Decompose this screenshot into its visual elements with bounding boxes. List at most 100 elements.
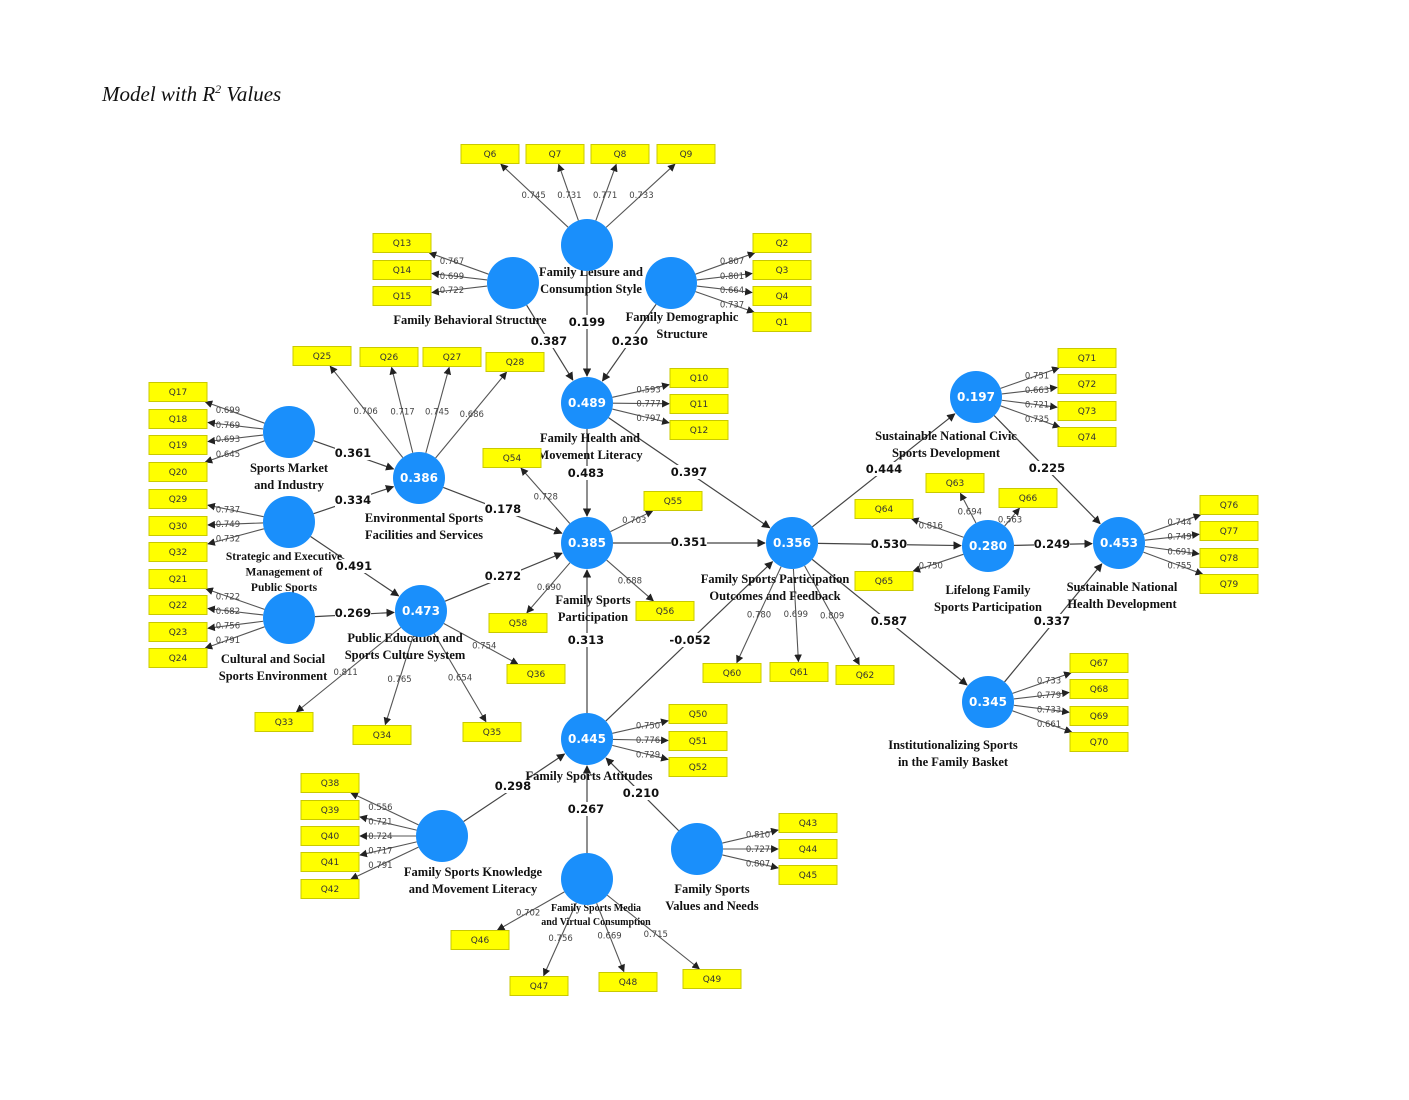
indicator-box[interactable]: Q60 — [702, 663, 762, 683]
indicator-box[interactable]: Q55 — [643, 491, 703, 511]
indicator-box[interactable]: Q38 — [300, 773, 360, 793]
construct-node[interactable]: 0.197 — [950, 371, 1002, 423]
construct-node[interactable]: 0.473 — [395, 585, 447, 637]
indicator-name: Q30 — [169, 522, 188, 532]
indicator-box[interactable]: Q2 — [752, 233, 812, 253]
construct-node[interactable] — [263, 592, 315, 644]
indicator-box[interactable]: Q8 — [590, 144, 650, 164]
indicator-box[interactable]: Q7 — [525, 144, 585, 164]
indicator-box[interactable]: Q4 — [752, 286, 812, 306]
indicator-box[interactable]: Q68 — [1069, 679, 1129, 699]
indicator-box[interactable]: Q27 — [422, 347, 482, 367]
indicator-box[interactable]: Q49 — [682, 969, 742, 989]
construct-node[interactable] — [487, 257, 539, 309]
indicator-box[interactable]: Q63 — [925, 473, 985, 493]
indicator-box[interactable]: Q52 — [668, 757, 728, 777]
indicator-box[interactable]: Q36 — [506, 664, 566, 684]
indicator-box[interactable]: Q17 — [148, 382, 208, 402]
indicator-box[interactable]: Q34 — [352, 725, 412, 745]
indicator-name: Q52 — [689, 763, 708, 773]
indicator-box[interactable]: Q35 — [462, 722, 522, 742]
indicator-box[interactable]: Q44 — [778, 839, 838, 859]
loading-value: 0.694 — [958, 507, 982, 517]
indicator-box[interactable]: Q54 — [482, 448, 542, 468]
indicator-box[interactable]: Q9 — [656, 144, 716, 164]
indicator-box[interactable]: Q67 — [1069, 653, 1129, 673]
indicator-box[interactable]: Q15 — [372, 286, 432, 306]
indicator-box[interactable]: Q45 — [778, 865, 838, 885]
construct-node[interactable]: 0.385 — [561, 517, 613, 569]
construct-node[interactable] — [561, 219, 613, 271]
indicator-box[interactable]: Q12 — [669, 420, 729, 440]
indicator-rect — [148, 489, 208, 509]
construct-node[interactable] — [561, 853, 613, 905]
indicator-box[interactable]: Q64 — [854, 499, 914, 519]
construct-node[interactable]: 0.453 — [1093, 517, 1145, 569]
loading-arrow — [207, 434, 264, 445]
construct-node[interactable]: 0.386 — [393, 452, 445, 504]
indicator-box[interactable]: Q72 — [1057, 374, 1117, 394]
indicator-box[interactable]: Q21 — [148, 569, 208, 589]
indicator-box[interactable]: Q74 — [1057, 427, 1117, 447]
indicator-box[interactable]: Q71 — [1057, 348, 1117, 368]
indicator-box[interactable]: Q78 — [1199, 548, 1259, 568]
indicator-box[interactable]: Q51 — [668, 731, 728, 751]
indicator-box[interactable]: Q73 — [1057, 401, 1117, 421]
indicator-box[interactable]: Q65 — [854, 571, 914, 591]
construct-node[interactable]: 0.445 — [561, 713, 613, 765]
indicator-box[interactable]: Q30 — [148, 516, 208, 536]
indicator-box[interactable]: Q19 — [148, 435, 208, 455]
indicator-name: Q29 — [169, 495, 188, 505]
indicator-box[interactable]: Q14 — [372, 260, 432, 280]
construct-node[interactable]: 0.345 — [962, 676, 1014, 728]
construct-node[interactable]: 0.356 — [766, 517, 818, 569]
indicator-box[interactable]: Q61 — [769, 662, 829, 682]
indicator-box[interactable]: Q62 — [835, 665, 895, 685]
construct-node[interactable] — [645, 257, 697, 309]
indicator-box[interactable]: Q10 — [669, 368, 729, 388]
construct-circle — [416, 810, 468, 862]
indicator-box[interactable]: Q46 — [450, 930, 510, 950]
indicator-box[interactable]: Q58 — [488, 613, 548, 633]
indicator-box[interactable]: Q32 — [148, 542, 208, 562]
indicator-box[interactable]: Q23 — [148, 622, 208, 642]
indicator-box[interactable]: Q18 — [148, 409, 208, 429]
indicator-box[interactable]: Q24 — [148, 648, 208, 668]
indicator-box[interactable]: Q29 — [148, 489, 208, 509]
indicator-box[interactable]: Q41 — [300, 852, 360, 872]
indicator-box[interactable]: Q39 — [300, 800, 360, 820]
indicator-box[interactable]: Q56 — [635, 601, 695, 621]
indicator-box[interactable]: Q13 — [372, 233, 432, 253]
construct-node[interactable] — [263, 496, 315, 548]
indicator-box[interactable]: Q33 — [254, 712, 314, 732]
indicator-box[interactable]: Q79 — [1199, 574, 1259, 594]
indicator-box[interactable]: Q28 — [485, 352, 545, 372]
indicator-box[interactable]: Q42 — [300, 879, 360, 899]
indicator-box[interactable]: Q40 — [300, 826, 360, 846]
indicator-box[interactable]: Q69 — [1069, 706, 1129, 726]
indicator-box[interactable]: Q43 — [778, 813, 838, 833]
indicator-box[interactable]: Q50 — [668, 704, 728, 724]
indicator-box[interactable]: Q6 — [460, 144, 520, 164]
construct-node[interactable] — [416, 810, 468, 862]
indicator-box[interactable]: Q26 — [359, 347, 419, 367]
indicator-box[interactable]: Q77 — [1199, 521, 1259, 541]
indicator-box[interactable]: Q20 — [148, 462, 208, 482]
indicator-box[interactable]: Q66 — [998, 488, 1058, 508]
indicator-box[interactable]: Q3 — [752, 260, 812, 280]
indicator-box[interactable]: Q47 — [509, 976, 569, 996]
indicator-box[interactable]: Q70 — [1069, 732, 1129, 752]
indicator-box[interactable]: Q22 — [148, 595, 208, 615]
indicator-box[interactable]: Q76 — [1199, 495, 1259, 515]
indicator-box[interactable]: Q25 — [292, 346, 352, 366]
construct-node[interactable]: 0.489 — [561, 377, 613, 429]
construct-label: Movement Literacy — [537, 448, 643, 462]
indicator-box[interactable]: Q48 — [598, 972, 658, 992]
construct-node[interactable] — [671, 823, 723, 875]
construct-node[interactable] — [263, 406, 315, 458]
construct-node[interactable]: 0.280 — [962, 520, 1014, 572]
indicator-name: Q69 — [1090, 712, 1109, 722]
indicator-box[interactable]: Q1 — [752, 312, 812, 332]
loading-value: 0.686 — [460, 410, 484, 420]
indicator-box[interactable]: Q11 — [669, 394, 729, 414]
